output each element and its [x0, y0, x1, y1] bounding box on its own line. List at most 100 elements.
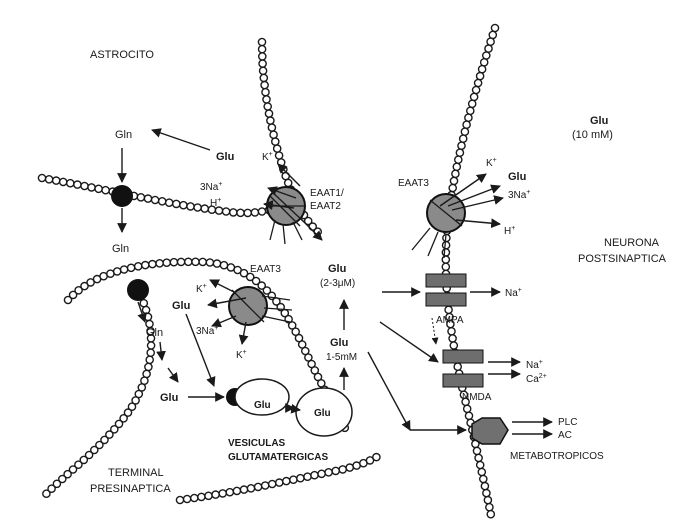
membrane-bead: [146, 356, 153, 363]
membrane-bead: [192, 258, 199, 265]
vesicle-1-glu-label: Glu: [254, 400, 271, 411]
membrane-bead: [455, 156, 462, 163]
membrane-bead: [471, 93, 478, 100]
membrane-bead: [144, 195, 151, 202]
membrane-bead: [148, 342, 155, 349]
membrane-bead: [318, 470, 325, 477]
membrane-bead: [272, 138, 279, 145]
membrane-bead: [290, 476, 297, 483]
membrane-bead: [373, 454, 380, 461]
membrane-bead: [230, 209, 237, 216]
membrane-bead: [484, 497, 491, 504]
membrane-bead: [233, 487, 240, 494]
cleft-glu-label: Glu: [328, 263, 346, 275]
membrane-bead: [460, 135, 467, 142]
membrane-bead: [478, 468, 485, 475]
membrane-bead: [449, 335, 456, 342]
external-glu-label: Glu: [590, 115, 608, 127]
post-k-label: K+: [486, 157, 497, 169]
membrane-bead: [480, 475, 487, 482]
membrane-bead: [483, 52, 490, 59]
astro-eaat-label-1: EAAT1/: [310, 188, 344, 199]
membrane-bead: [487, 38, 494, 45]
nmda-receptor-bottom: [443, 374, 483, 387]
membrane-bead: [260, 74, 267, 81]
plc-label: PLC: [558, 417, 577, 428]
membrane-bead: [258, 38, 265, 45]
pre-gln-inner-label: Gln: [146, 327, 163, 339]
membrane-bead: [465, 114, 472, 121]
membrane-bead: [43, 490, 50, 497]
pre-k-label: K+: [196, 283, 207, 295]
membrane-bead: [486, 504, 493, 511]
ac-label: AC: [558, 430, 572, 441]
membrane-bead: [473, 447, 480, 454]
membrane-bead: [156, 260, 163, 267]
arrow-gln-inner-down: [160, 342, 162, 360]
pre-na-label: 3Na+: [196, 325, 218, 337]
pre-glu-label: Glu: [172, 300, 190, 312]
membrane-bead: [198, 493, 205, 500]
arrow-post-k: [440, 174, 486, 206]
membrane-bead: [95, 185, 102, 192]
membrane-bead: [145, 363, 152, 370]
membrane-bead: [259, 53, 266, 60]
membrane-bead: [314, 228, 321, 235]
presynaptic-label-2: PRESINAPTICA: [90, 483, 171, 495]
membrane-bead: [452, 170, 459, 177]
membrane-bead: [88, 184, 95, 191]
membrane-bead: [450, 342, 457, 349]
membrane-bead: [147, 349, 154, 356]
vesicles-label-2: GLUTAMATERGICAS: [228, 452, 329, 463]
pre-eaat3-label: EAAT3: [250, 264, 281, 275]
arrow-gln-to-glu: [168, 368, 178, 382]
membrane-bead: [270, 131, 277, 138]
astro-glu-label: Glu: [216, 151, 234, 163]
membrane-bead: [339, 466, 346, 473]
ampa-label: AMPA: [436, 315, 464, 326]
membrane-bead: [463, 121, 470, 128]
membrane-bead: [142, 262, 149, 269]
membrane-bead: [481, 483, 488, 490]
post-glu-label: Glu: [508, 171, 526, 183]
ampa-ion-label: Na+: [505, 287, 522, 299]
membrane-bead: [283, 478, 290, 485]
membrane-bead: [67, 180, 74, 187]
membrane-bead: [304, 473, 311, 480]
external-glu-conc: (10 mM): [572, 129, 613, 141]
membrane-bead: [443, 242, 450, 249]
membrane-bead: [53, 177, 60, 184]
membrane-bead: [259, 60, 266, 67]
membrane-bead: [81, 182, 88, 189]
membrane-bead: [264, 103, 271, 110]
nmda-ion1-label: Na+: [526, 359, 543, 371]
membrane-bead: [276, 152, 283, 159]
membrane-bead: [477, 73, 484, 80]
membrane-bead: [477, 461, 484, 468]
arrow-pre-k: [210, 280, 234, 292]
post-h-label: H+: [504, 225, 515, 237]
membrane-bead: [458, 142, 465, 149]
membrane-bead: [180, 202, 187, 209]
membrane-bead: [311, 472, 318, 479]
membrane-bead: [453, 163, 460, 170]
membrane-bead: [176, 496, 183, 503]
membrane-bead: [483, 490, 490, 497]
ampa-receptor-top: [426, 274, 466, 287]
arrow-glu-to-gln-astro: [152, 130, 210, 150]
membrane-bead: [74, 181, 81, 188]
membrane-bead: [220, 262, 227, 269]
membrane-bead: [38, 174, 45, 181]
membrane-bead: [212, 491, 219, 498]
membrane-bead: [297, 475, 304, 482]
presynaptic-gln-carrier: [127, 279, 149, 301]
membrane-bead: [258, 208, 265, 215]
membrane-bead: [184, 495, 191, 502]
membrane-bead: [469, 100, 476, 107]
membrane-bead: [475, 79, 482, 86]
membrane-bead: [213, 260, 220, 267]
astrocyte-gln-carrier: [111, 185, 133, 207]
transporters: [111, 185, 465, 406]
